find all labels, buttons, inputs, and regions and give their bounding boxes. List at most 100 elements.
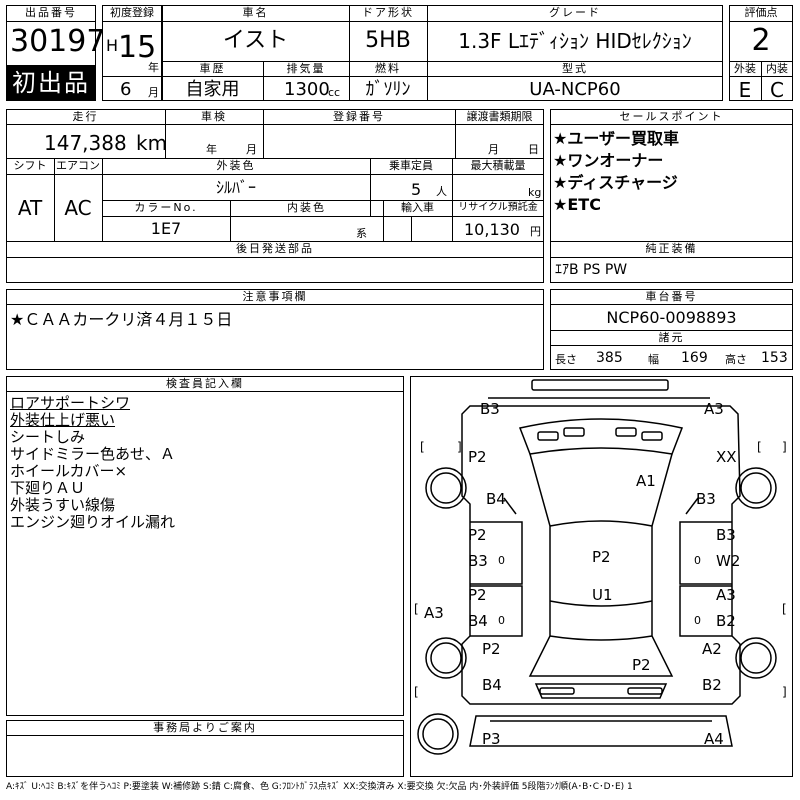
registration-month: 6 (120, 79, 132, 100)
mark-front-left-wheel: B4 (486, 490, 506, 508)
transfer-month: 月 (488, 143, 499, 156)
svg-text:]: ] (782, 685, 787, 699)
inspection-month: 月 (246, 143, 257, 156)
seats-unit: 人 (436, 185, 447, 198)
inspector-notes: ロアサポートシワ 外装仕上げ悪い シートしみ サイドミラー色あせ、Ａ ホイールカ… (10, 395, 175, 531)
mark-rear-right: A4 (704, 730, 724, 748)
vehicle-name-label: 車名 (242, 6, 269, 19)
registration-year: 15 (118, 30, 157, 65)
door-type-label: ドア形状 (362, 6, 414, 19)
grade-label: グレード (549, 6, 601, 19)
inspection-year: 年 (206, 143, 217, 156)
mark-rear-left-door-a: P2 (468, 586, 487, 604)
vehicle-info-grid (162, 5, 723, 101)
inspector-note: シートしみ (10, 428, 86, 446)
specs-label: 諸元 (658, 331, 685, 344)
interior-color-unit: 系 (356, 227, 367, 240)
shift: AT (17, 196, 43, 220)
length-label: 長さ (555, 353, 577, 366)
seats-label: 乗車定員 (389, 159, 433, 172)
registration-box (102, 5, 162, 101)
mark-rear-left-wheel: B4 (482, 676, 502, 694)
interior-grade-label: 内装 (766, 62, 788, 75)
mileage: 147,388 (44, 131, 127, 155)
fuel: ｶﾞｿﾘﾝ (365, 79, 411, 100)
exterior-grade: E (738, 78, 752, 102)
svg-text:[: [ (420, 440, 425, 454)
sales-point-3: ★ディスチャージ (553, 173, 678, 192)
notes-label: 注意事項欄 (242, 290, 308, 303)
office-label: 事務局よりご案内 (153, 721, 257, 734)
body-color: ｼﾙﾊﾞｰ (215, 178, 256, 197)
mark-left-rocker: A3 (424, 604, 444, 622)
door-type: 5HB (365, 28, 411, 53)
inspector-note: サイドミラー色あせ、Ａ (10, 445, 176, 463)
later-parts-label: 後日発送部品 (236, 242, 314, 255)
mark-front-left-door-a: P2 (468, 526, 487, 544)
mark-rear-right-wheel: B2 (702, 676, 722, 694)
svg-text:]: ] (782, 440, 787, 454)
chassis-label: 車台番号 (645, 290, 698, 303)
aircon-label: エアコン (56, 159, 100, 172)
first-listing-badge: 初出品 (6, 65, 96, 101)
svg-text:]: ] (457, 440, 462, 454)
mark-hood: A1 (636, 472, 656, 490)
plate-label: 登録番号 (333, 110, 385, 123)
mark-rear-right-door-b: B2 (716, 612, 736, 630)
shift-label: シフト (13, 159, 47, 172)
color-number: 1E7 (150, 219, 182, 238)
length: 385 (596, 350, 623, 366)
car-diagram-box (410, 376, 793, 777)
notes: ★ＣＡＡカークリ済４月１５日 (10, 310, 233, 329)
mark-rear-left-fender: P2 (482, 640, 501, 658)
sales-point-4: ★ETC (553, 195, 601, 214)
mark-front-left-corner: B3 (480, 400, 500, 418)
registration-era: H (106, 36, 119, 55)
mark-roof: P2 (592, 548, 611, 566)
mark-front-right-corner: A3 (704, 400, 724, 418)
office-box (6, 720, 404, 777)
mark-zero-front-left: 0 (498, 554, 505, 567)
max-load-label: 最大積載量 (470, 159, 526, 172)
displacement-unit: cc (328, 86, 341, 99)
equipment-label: 純正装備 (645, 242, 698, 255)
sales-points-box (550, 109, 793, 283)
mileage-unit: km (136, 131, 168, 155)
width: 169 (681, 350, 708, 366)
registration-month-unit: 月 (148, 86, 159, 99)
car-damage-diagram: [] [] [[ [] B3 A3 P2 XX A1 B4 B3 P2 B3 B… (414, 379, 787, 755)
vehicle-name: イスト (222, 28, 289, 53)
inspector-label: 検査員記入欄 (166, 377, 244, 390)
recycle-fee: 10,130 (464, 220, 520, 239)
mark-zero-rear-left: 0 (498, 614, 505, 627)
mark-rear-left-door-b: B4 (468, 612, 488, 630)
body-color-label: 外装色 (216, 159, 256, 172)
inspector-box (6, 376, 404, 716)
mark-front-left-fender: P2 (468, 448, 487, 466)
seats: 5 (411, 180, 422, 199)
model-code-label: 型式 (562, 62, 588, 75)
interior-grade: C (770, 78, 784, 102)
sales-point-2: ★ワンオーナー (553, 151, 664, 170)
inspection-label: 車検 (201, 110, 227, 123)
inspector-note: 外装仕上げ悪い (10, 411, 116, 429)
displacement-label: 排気量 (286, 62, 326, 75)
history-label: 車歴 (199, 62, 226, 75)
registration-label: 初度登録 (110, 6, 154, 19)
transfer-day: 日 (528, 143, 539, 156)
svg-text:[: [ (414, 685, 419, 699)
inspector-note: ロアサポートシワ (10, 394, 131, 412)
fuel-label: 燃料 (375, 62, 401, 75)
aircon: AC (64, 196, 92, 220)
damage-legend: A:ｷｽﾞ U:ﾍｺﾐ B:ｷｽﾞを伴うﾍｺﾐ P:要塗装 W:補修跡 S:錆 … (6, 782, 633, 792)
lot-number: 30197 (10, 24, 106, 59)
max-load-unit: kg (528, 186, 542, 199)
mark-front-right-wheel: B3 (696, 490, 716, 508)
interior-color-label: 内装色 (287, 201, 326, 214)
inspector-note: 下廻りＡＵ (10, 479, 86, 497)
notes-box (6, 289, 544, 370)
recycle-fee-unit: 円 (530, 225, 541, 238)
displacement: 1300 (284, 79, 330, 100)
height: 153 (761, 350, 788, 366)
model-code: UA-NCP60 (529, 79, 621, 100)
